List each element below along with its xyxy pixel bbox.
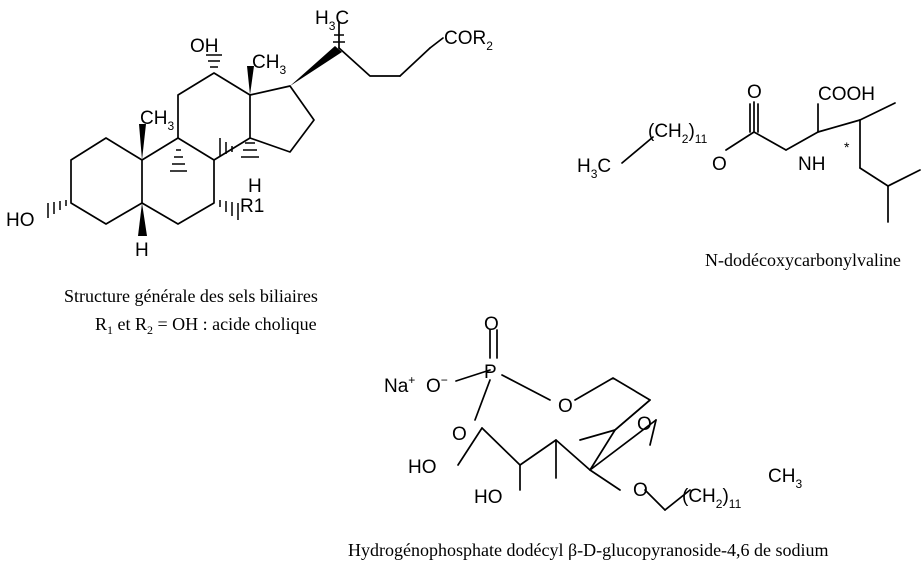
pyranose-o-label: O	[637, 414, 652, 435]
ester-o-label: O	[712, 154, 727, 175]
ch3-18-label: CH3	[252, 52, 286, 77]
glycosidic-o-label: O	[633, 480, 648, 501]
p-label: P	[484, 362, 497, 383]
hashed-bonds	[47, 34, 345, 220]
oh-12-label: OH	[190, 36, 219, 57]
phosphate-structure: Na+ O− P O O O O HO HO O (CH2)11 CH3 Hyd…	[348, 314, 829, 560]
phosphate-caption: Hydrogénophosphate dodécyl β-D-glucopyra…	[348, 540, 829, 560]
ho-3-label: HO	[6, 210, 35, 231]
bile-salt-structure: H3C OH CH3 COR2 CH3 H HO R1 H Structure …	[6, 8, 493, 337]
phosphate-o-minus: O−	[426, 373, 448, 397]
c17-wedge	[290, 46, 342, 86]
carbonyl-o-label: O	[747, 82, 762, 103]
cooh-label: COOH	[818, 84, 875, 105]
bile-salt-caption-2: R1 et R2 = OH : acide cholique	[95, 314, 317, 337]
ring-o-upper-label: O	[558, 396, 573, 417]
ho-c2-label: HO	[474, 487, 503, 508]
c5-h-wedge	[138, 203, 147, 236]
chiral-star: *	[844, 139, 850, 155]
nh-label: NH	[798, 154, 825, 175]
terminal-ch3-label: CH3	[768, 466, 802, 491]
ch2-chain-label: (CH2)11	[648, 121, 708, 146]
cor2-label: COR2	[444, 28, 493, 53]
bile-salt-caption-1: Structure générale des sels biliaires	[64, 286, 318, 306]
c10-methyl-wedge	[139, 124, 146, 160]
dodecyl-chain-label: (CH2)11	[682, 486, 742, 511]
valine-structure: H3C (CH2)11 O O NH COOH * N-dodécoxycarb…	[577, 82, 921, 270]
h-14-label: H	[248, 176, 262, 197]
c13-methyl-wedge	[247, 66, 254, 95]
h3c-valine-label: H3C	[577, 156, 611, 181]
p-double-o-label: O	[484, 314, 499, 335]
valine-caption: N-dodécoxycarbonylvaline	[705, 250, 901, 270]
na-label: Na+	[384, 373, 415, 397]
h3c-label: H3C	[315, 8, 349, 33]
h-5-label: H	[135, 240, 149, 261]
ho-c3-label: HO	[408, 457, 437, 478]
phosphate-ester-o-label: O	[452, 424, 467, 445]
ch3-19-label: CH3	[140, 108, 174, 133]
r1-label: R1	[240, 196, 264, 217]
